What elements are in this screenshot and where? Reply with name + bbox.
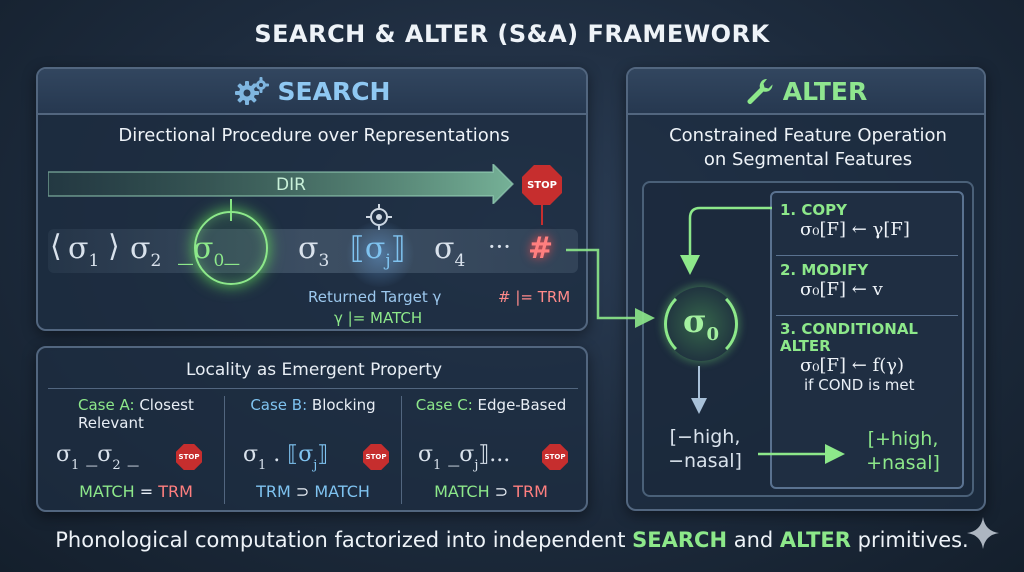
sigma-0-center: σ0 <box>682 302 720 345</box>
op-copy: 1. COPY σ₀[F] ← γ[F] <box>780 201 910 240</box>
case-a-stop-icon: STOP <box>176 444 202 470</box>
case-c-stop-icon: STOP <box>542 444 568 470</box>
focus-pin <box>230 199 232 221</box>
case-a: Case A: Closest Relevant σ1 _σ2 _ STOP M… <box>48 396 224 556</box>
sequence-row: ⟨ σ1 ⟩ σ2 _σ0_ σ3 ⟦σj⟧ σ4 ··· # <box>48 229 588 273</box>
case-c-title: Case C: Edge-Based <box>415 396 567 414</box>
copy-to-sigma-arrow <box>680 206 772 275</box>
hash-to-alter-arrow <box>566 248 655 328</box>
sigma-j-target: ⟦σj⟧ <box>350 231 406 271</box>
search-panel: SEARCH Directional Procedure over Repres… <box>36 67 588 331</box>
sigma-0-ring <box>664 287 738 361</box>
input-features: [−high, −nasal] <box>668 426 742 472</box>
sigma-3: σ3 <box>298 231 330 271</box>
focus-ring <box>194 211 268 285</box>
sequence-ellipsis: ··· <box>488 233 511 261</box>
stop-pole <box>541 205 543 225</box>
alter-header: ALTER <box>628 69 984 115</box>
alter-title: ALTER <box>782 76 868 106</box>
returned-target-label: Returned Target γ <box>308 288 442 306</box>
alter-panel: ALTER Constrained Feature Operation on S… <box>626 67 986 511</box>
locality-divider <box>48 388 578 389</box>
op-conditional: 3. CONDITIONAL ALTER σ₀[F] ← f(γ) if CON… <box>780 320 918 395</box>
angle-left: ⟨ <box>50 229 62 264</box>
sigma-1: σ1 <box>68 231 100 271</box>
case-c: Case C: Edge-Based σ1 _σj⟧... STOP MATCH… <box>402 396 580 556</box>
dir-label: DIR <box>276 175 306 195</box>
alter-subtitle-2: on Segmental Features <box>703 149 913 170</box>
op-divider-2 <box>776 315 958 316</box>
output-features: [+high, +nasal] <box>866 428 940 474</box>
sequence-band <box>48 229 578 273</box>
sigma-4: σ4 <box>434 231 466 271</box>
search-subtitle: Directional Procedure over Representatio… <box>118 125 510 146</box>
target-glow <box>344 221 416 287</box>
locality-title: Locality as Emergent Property <box>185 360 443 380</box>
case-b: Case B: Blocking σ1 . ⟦σj⟧ STOP TRM ⊃ MA… <box>225 396 401 556</box>
case-divider-2 <box>401 396 402 504</box>
case-b-result: TRM ⊃ MATCH <box>256 482 370 501</box>
case-a-result: MATCH = TRM <box>79 482 193 501</box>
case-c-formula: σ1 _σj⟧... <box>418 442 511 473</box>
sparkle-icon <box>967 517 999 549</box>
case-c-result: MATCH ⊃ TRM <box>434 482 548 501</box>
search-title: SEARCH <box>277 76 391 106</box>
case-b-formula: σ1 . ⟦σj⟧ <box>243 442 329 473</box>
sigma-0-focus: _σ0_ <box>178 231 240 271</box>
search-header: SEARCH <box>38 69 586 115</box>
alter-subtitle-1: Constrained Feature Operation <box>669 125 947 146</box>
page-title: SEARCH & ALTER (S&A) FRAMEWORK <box>254 20 770 48</box>
trm-label: # |= TRM <box>498 288 571 306</box>
op-divider-1 <box>776 255 958 256</box>
case-a-title: Case A: Closest Relevant <box>78 396 194 432</box>
op-modify: 2. MODIFY σ₀[F] ← v <box>780 261 883 300</box>
footer-caption: Phonological computation factorized into… <box>55 528 969 552</box>
case-b-stop-icon: STOP <box>363 444 389 470</box>
case-divider-1 <box>224 396 225 504</box>
gears-icon <box>234 77 269 105</box>
direction-arrow <box>48 164 515 204</box>
case-a-formula: σ1 _σ2 _ <box>56 442 139 473</box>
case-b-title: Case B: Blocking <box>250 396 376 414</box>
sigma-2: σ2 <box>130 231 162 271</box>
boundary-hash: # <box>528 231 554 266</box>
alter-ops-box <box>770 191 964 489</box>
stop-sign-icon: STOP <box>522 165 562 205</box>
locality-panel: Locality as Emergent Property Case A: Cl… <box>36 346 588 512</box>
angle-right: ⟩ <box>108 229 120 264</box>
crosshair-target-icon <box>366 204 392 230</box>
wrench-icon <box>747 78 773 104</box>
match-label: γ |= MATCH <box>334 309 423 327</box>
